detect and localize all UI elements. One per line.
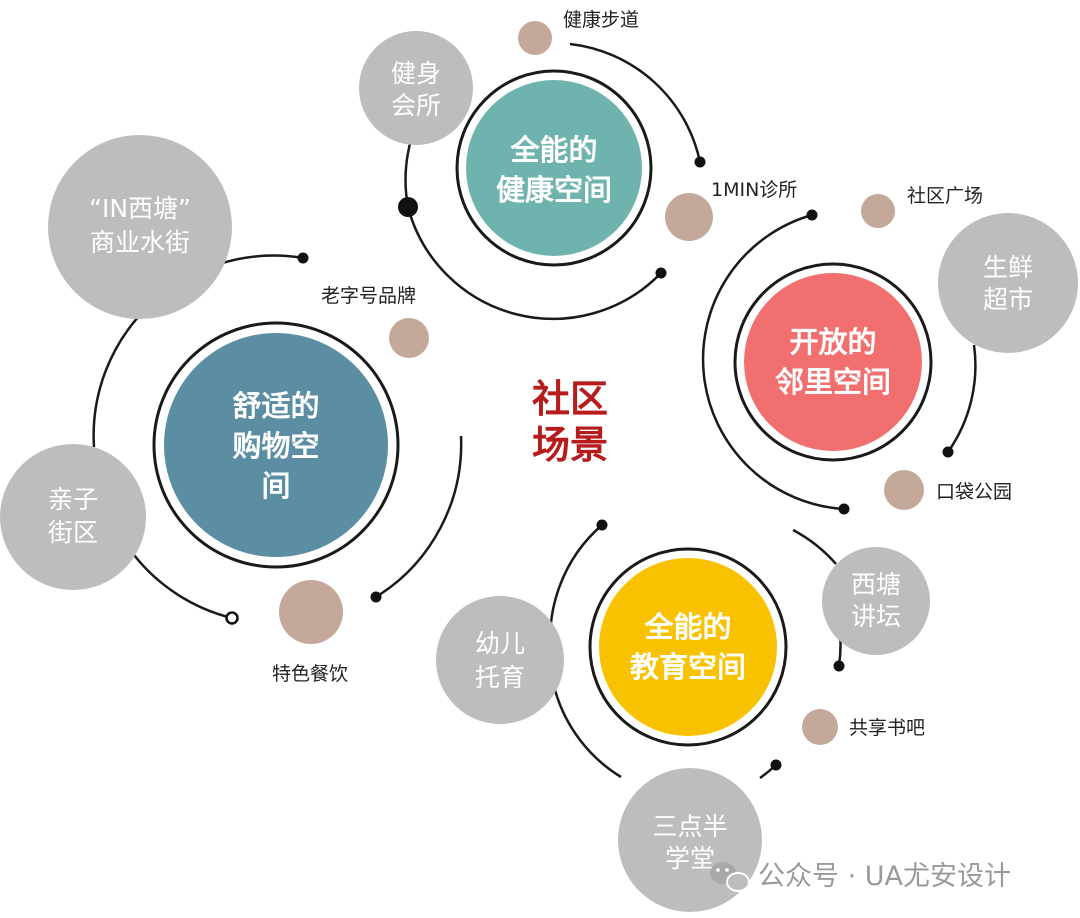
neighbor-hub-line1: 开放的: [789, 325, 876, 359]
dot-food: [279, 580, 343, 644]
dot-clinic: [665, 193, 713, 241]
neighbor-orbit-node: [942, 446, 954, 458]
health-orbit-upper: [569, 42, 702, 163]
label-plaza: 社区广场: [907, 185, 983, 207]
health-orbit-node-large: [398, 197, 418, 217]
shopping-hub: [164, 333, 388, 557]
health-orbit-node: [694, 156, 706, 168]
education-cluster: 全能的 教育空间 西塘 讲坛 幼儿 托育 三点半 学堂 共享书吧: [436, 519, 930, 912]
satellite-market-line2: 超市: [983, 285, 1033, 314]
satellite-fitness: [359, 31, 473, 145]
watermark-text: 公众号 · UA尤安设计: [758, 861, 1011, 892]
satellite-nursery: [436, 596, 564, 724]
satellite-forum-line2: 讲坛: [851, 602, 901, 631]
center-title-line2: 场景: [532, 422, 608, 467]
center-title-line1: 社区: [532, 376, 608, 421]
shopping-hub-line3: 间: [261, 469, 290, 503]
satellite-family: [0, 444, 146, 590]
satellite-family-line1: 亲子: [48, 485, 98, 514]
education-hub-line1: 全能的: [643, 610, 731, 644]
satellite-nursery-line2: 托育: [475, 663, 525, 692]
health-orbit-node: [655, 267, 667, 279]
health-hub-line1: 全能的: [509, 133, 597, 167]
shopping-orbit-right: [375, 435, 463, 599]
health-hub: [466, 80, 642, 256]
satellite-street-line1: “IN西塘”: [89, 194, 191, 223]
label-food: 特色餐饮: [272, 663, 348, 685]
education-orbit-upper-right: [792, 528, 837, 565]
neighbor-orbit: [701, 213, 845, 511]
satellite-market: [938, 213, 1078, 353]
education-orbit-node: [770, 759, 782, 771]
shopping-orbit-node: [297, 252, 309, 264]
satellite-fitness-line2: 会所: [391, 91, 441, 120]
neighbor-hub: [744, 273, 922, 451]
health-hub-line2: 健康空间: [496, 173, 612, 207]
dot-park: [884, 470, 924, 510]
satellite-forum-line1: 西塘: [851, 570, 901, 599]
satellite-nursery-line1: 幼儿: [475, 629, 525, 658]
label-trail: 健康步道: [563, 9, 639, 31]
satellite-street-line2: 商业水街: [90, 228, 190, 257]
shopping-hub-line2: 购物空: [232, 429, 319, 463]
wechat-icon: [710, 862, 750, 892]
health-cluster: 全能的 健康空间 健身 会所 健康步道 1MIN诊所: [359, 9, 797, 321]
education-orbit-bottom: [553, 689, 622, 779]
health-orbit-lower: [406, 206, 662, 321]
label-brand: 老字号品牌: [321, 285, 416, 307]
satellite-forum: [822, 547, 930, 655]
label-park: 口袋公园: [936, 481, 1012, 503]
dot-trail: [518, 21, 552, 55]
education-orbit-node: [833, 660, 845, 672]
shopping-cluster: 舒适的 购物空 间 “IN西塘” 商业水街 亲子 街区 老字号品牌 特色餐饮: [0, 135, 463, 685]
education-hub-line2: 教育空间: [630, 650, 746, 684]
education-hub: [599, 558, 777, 736]
label-books: 共享书吧: [849, 717, 925, 739]
label-clinic: 1MIN诊所: [711, 179, 797, 201]
dot-books: [802, 709, 838, 745]
neighbor-orbit-right: [946, 344, 977, 453]
satellite-street: [48, 135, 232, 319]
satellite-afterschool-line2: 学堂: [665, 844, 715, 873]
shopping-orbit-bottom: [133, 554, 233, 620]
shopping-orbit-node-hollow: [225, 611, 239, 625]
satellite-afterschool-line1: 三点半: [652, 812, 727, 841]
dot-brand: [389, 318, 429, 358]
neighbor-orbit-node: [838, 503, 850, 515]
neighbor-orbit-node: [806, 209, 818, 221]
neighbor-hub-line2: 邻里空间: [775, 365, 891, 399]
watermark: 公众号 · UA尤安设计: [710, 861, 1011, 892]
satellite-family-line2: 街区: [48, 518, 98, 547]
dot-plaza: [861, 194, 895, 228]
shopping-orbit-node: [370, 591, 382, 603]
shopping-hub-line1: 舒适的: [232, 389, 319, 423]
education-orbit-node: [596, 519, 608, 531]
satellite-market-line1: 生鲜: [983, 253, 1033, 282]
neighbor-cluster: 开放的 邻里空间 生鲜 超市 社区广场 口袋公园: [701, 185, 1078, 515]
satellite-fitness-line1: 健身: [391, 59, 441, 88]
